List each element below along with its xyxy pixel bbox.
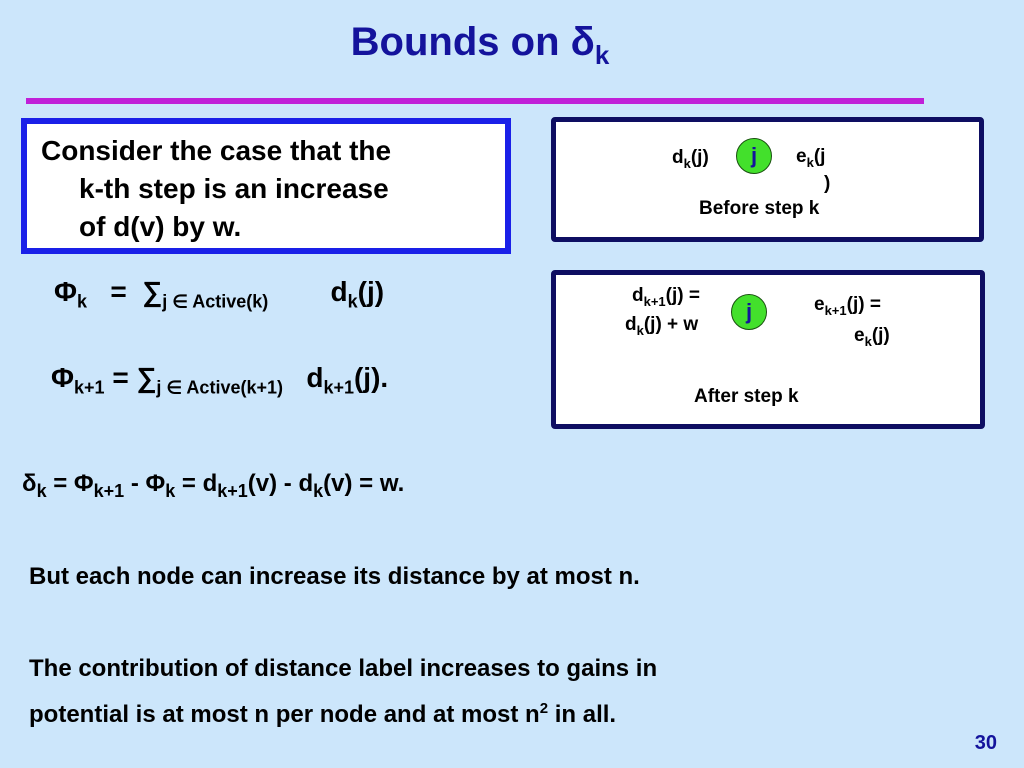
after-node-j: j <box>731 294 767 330</box>
before-caption: Before step k <box>699 198 820 219</box>
equation-delta: δk = Φk+1 - Φk = dk+1(v) - dk(v) = w. <box>22 470 405 501</box>
case-box: Consider the case that the k-th step is … <box>21 118 511 254</box>
case-line-3: of d(v) by w. <box>79 211 242 242</box>
statement-contribution-1: The contribution of distance label incre… <box>29 655 658 682</box>
case-text: Consider the case that the k-th step is … <box>41 132 491 246</box>
case-line-2: k-th step is an increase <box>79 173 389 204</box>
after-left-label-2: dk(j) + w <box>625 314 699 338</box>
title-subscript: k <box>594 40 610 70</box>
before-node-j: j <box>736 138 772 174</box>
before-right-label: ek(j <box>796 146 826 170</box>
statement-contribution-2: potential is at most n per node and at m… <box>29 700 617 728</box>
statement-node-increase: But each node can increase its distance … <box>29 563 640 590</box>
before-right-label-cont: ) <box>824 173 831 194</box>
equation-phi-k1: Φk+1 = ∑j ∈ Active(k+1) dk+1(j). <box>51 362 389 398</box>
equation-phi-k: Φk = ∑j ∈ Active(k) dk(j) <box>54 276 385 312</box>
title-main: Bounds on δ <box>350 20 595 64</box>
title-divider <box>26 98 924 104</box>
case-line-1: Consider the case that the <box>41 135 392 166</box>
after-step-diagram <box>551 270 985 429</box>
before-left-label: dk(j) <box>672 147 709 171</box>
page-number: 30 <box>974 732 997 754</box>
after-left-label-1: dk+1(j) = <box>632 285 700 309</box>
before-step-diagram <box>551 117 984 242</box>
after-right-label-2: ek(j) <box>854 325 890 349</box>
after-right-label-1: ek+1(j) = <box>814 294 881 318</box>
after-caption: After step k <box>694 386 799 407</box>
slide-title: Bounds on δk <box>0 20 960 71</box>
